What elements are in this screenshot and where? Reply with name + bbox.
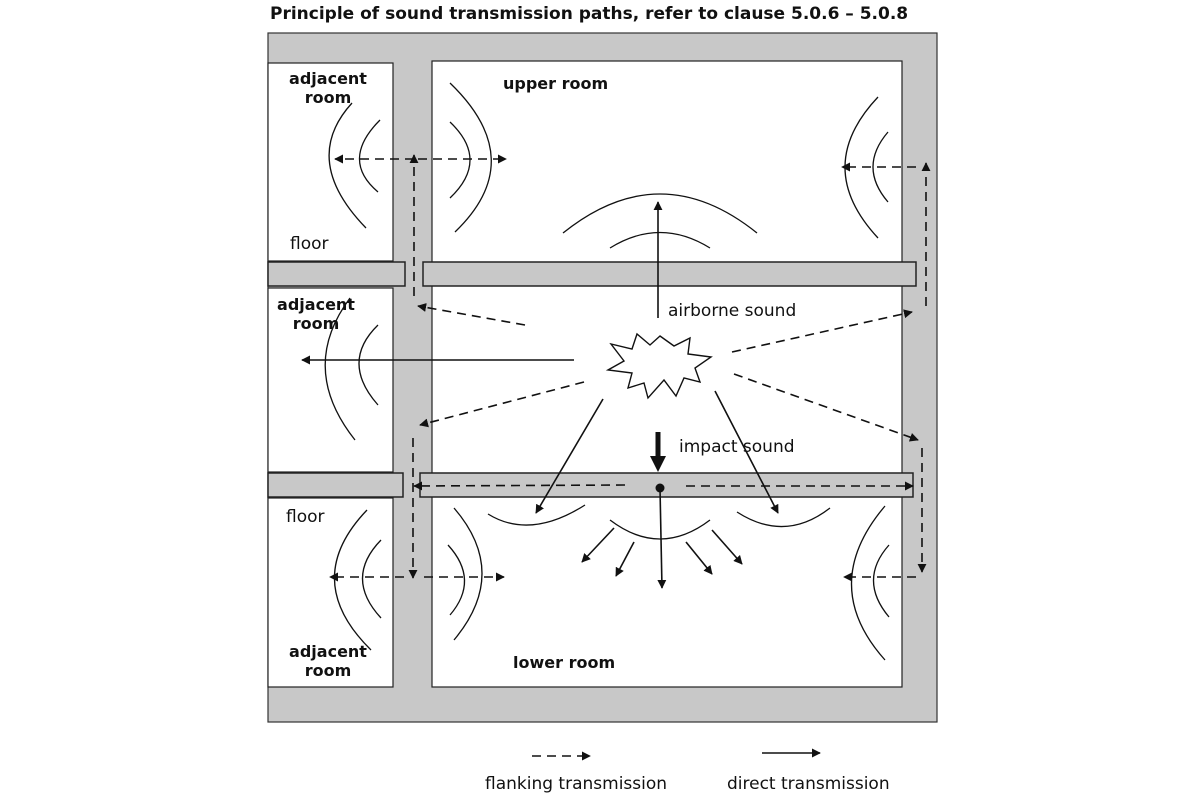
sound-waves-adjacent-rooms [324, 102, 382, 651]
sound-source-burst-icon [605, 332, 713, 400]
floor-slab-left-upper [267, 261, 406, 287]
legend: flanking transmission direct transmissio… [485, 748, 890, 794]
adjacent-room-middle [267, 287, 394, 473]
label-adjacent-room-bottom: adjacent room [289, 642, 367, 680]
legend-flanking-label: flanking transmission [485, 774, 667, 794]
svg-text:room: room [305, 88, 352, 107]
label-floor-lower: floor [286, 507, 325, 527]
sound-waves-lower-room [447, 504, 890, 661]
svg-text:adjacent: adjacent [289, 69, 367, 88]
svg-text:room: room [293, 314, 340, 333]
label-impact-sound: impact sound [679, 437, 795, 457]
svg-text:room: room [305, 661, 352, 680]
label-floor-upper: floor [290, 234, 329, 254]
legend-direct-label: direct transmission [727, 774, 890, 794]
floor-slab-upper [422, 261, 917, 287]
floor-slab-left-lower [267, 472, 404, 498]
label-upper-room: upper room [503, 74, 608, 93]
adjacent-room-top [267, 62, 394, 262]
label-lower-room: lower room [513, 653, 615, 672]
flanking-transmission-arrows [329, 154, 931, 582]
svg-text:adjacent: adjacent [277, 295, 355, 314]
label-adjacent-room-middle: adjacent room [277, 295, 355, 333]
label-airborne-sound: airborne sound [668, 301, 796, 321]
svg-text:adjacent: adjacent [289, 642, 367, 661]
impact-arrow-icon [650, 432, 666, 493]
adjacent-room-bottom [267, 497, 394, 688]
floor-slab-lower [419, 472, 914, 498]
label-adjacent-room-top: adjacent room [289, 69, 367, 107]
direct-transmission-arrows [301, 201, 779, 589]
diagram-title: Principle of sound transmission paths, r… [270, 4, 909, 24]
